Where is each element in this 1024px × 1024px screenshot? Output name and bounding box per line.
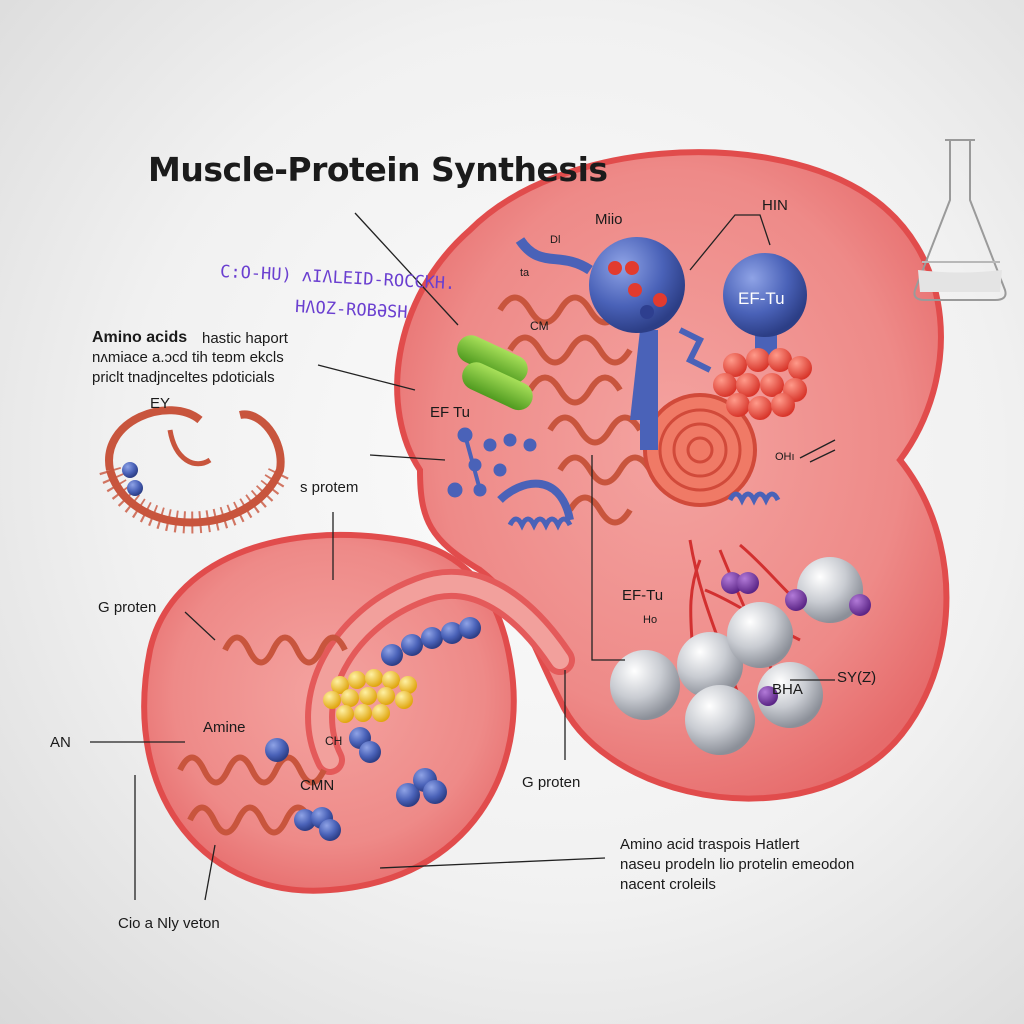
transport-line2: naseu prodeln lio protelin emeodon <box>620 856 855 873</box>
ribosome-large <box>515 237 685 450</box>
blue-molecules <box>447 327 781 531</box>
dl-label: Dl <box>550 234 561 246</box>
bha-label: BHA <box>772 681 803 698</box>
leader-lines <box>90 212 836 901</box>
hin-label: HIN <box>762 197 788 214</box>
ta-label: ta <box>520 267 530 279</box>
yellow-amino-cluster <box>323 669 417 723</box>
gray-spheres <box>610 557 871 755</box>
amino-acids-line3: priclt tnadjnceltes pdoticials <box>92 369 275 386</box>
ohn-label: OHı <box>775 451 795 463</box>
green-capsule <box>457 335 533 411</box>
cmn-label: CMN <box>300 777 335 794</box>
an-label: AN <box>50 734 71 751</box>
ch-label: CH <box>325 734 343 748</box>
ey-label: EY <box>150 395 171 412</box>
amino-acids-line2: nʌmiace a.ɔcd tih teɒm ekcls <box>92 349 284 366</box>
g-proten-bottom-label: G proten <box>522 774 581 791</box>
lower-cell <box>141 531 575 894</box>
transport-line3: nacent croleils <box>620 876 716 893</box>
amine-label: Amine <box>203 719 246 736</box>
ef-tu-left-label: EF Tu <box>430 404 471 421</box>
lower-folds <box>177 634 348 836</box>
mito-label: Miio <box>595 211 623 228</box>
swirl-organelle <box>643 393 757 507</box>
ef-tu-right-label: EF-Tu <box>622 587 664 604</box>
endoplasmic-folds <box>497 294 653 526</box>
bottom-left-label: Cio a Nly veton <box>118 915 220 932</box>
s-protem-label: s protem <box>300 479 359 496</box>
ef-tu-ball-label: EF-Tu <box>738 289 785 308</box>
amino-acids-heading-rest: hastic haport <box>202 330 288 347</box>
erlenmeyer-flask-icon <box>913 139 1007 301</box>
ring-organelle <box>99 406 291 534</box>
red-cluster <box>713 348 812 420</box>
ho-label: Ho <box>643 614 658 626</box>
sy-label: SY(Z) <box>837 669 877 686</box>
g-proten-left-label: G proten <box>98 599 157 616</box>
cm-label: CM <box>530 319 549 333</box>
amino-acids-heading: Amino acids <box>92 329 188 346</box>
lower-blue-molecules <box>265 617 481 841</box>
diagram-title: Muscle-Protein Synthesis <box>148 150 608 189</box>
transport-line1: Amino acid traspois Hatlert <box>620 836 800 853</box>
